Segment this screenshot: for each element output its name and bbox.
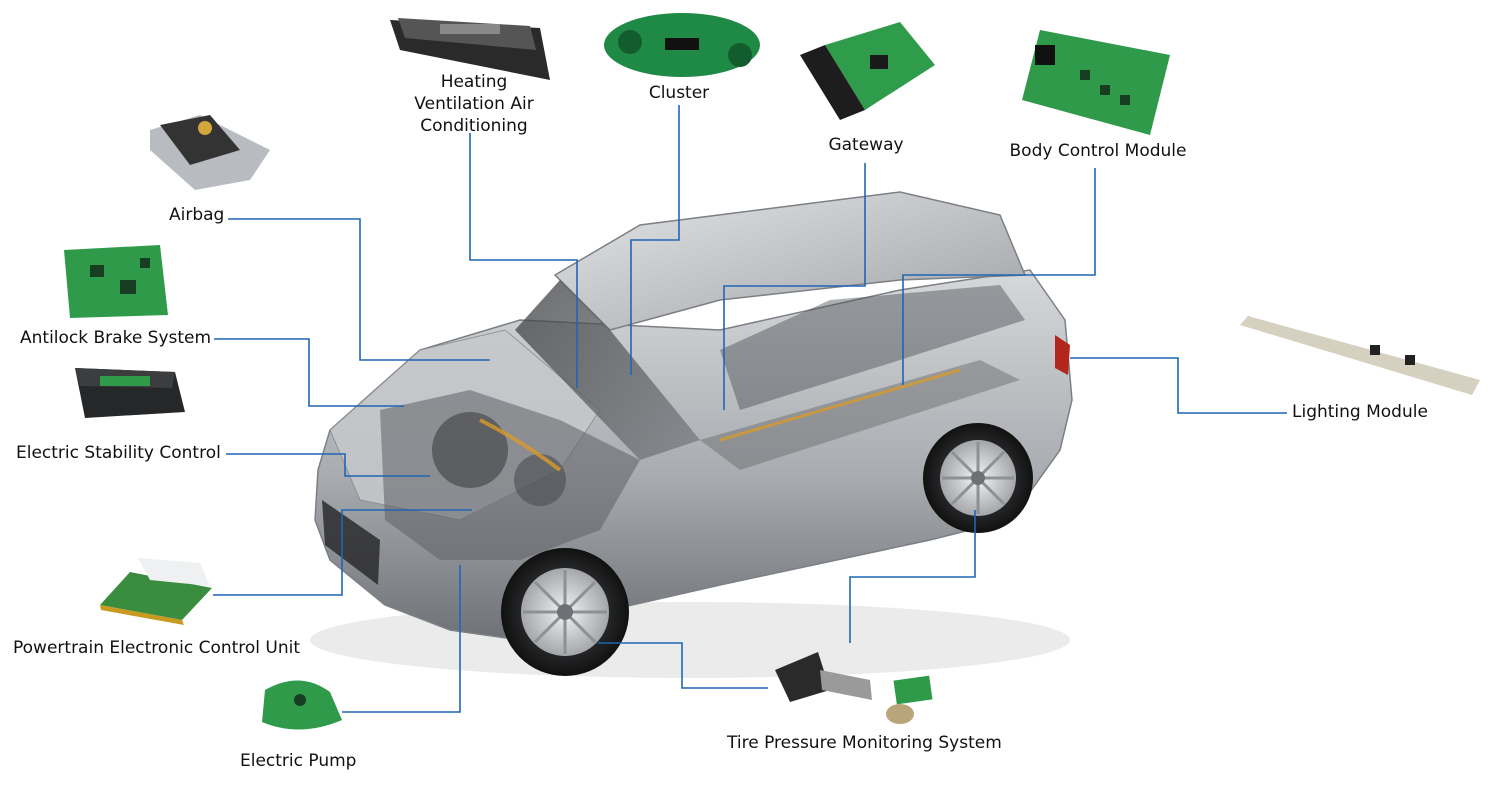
label-powertrain-ecu: Powertrain Electronic Control Unit	[13, 638, 301, 658]
label-electric-stability-control: Electric Stability Control	[16, 443, 221, 463]
powertrain-ecu-picture	[100, 558, 212, 625]
electric-pump-board-picture	[262, 680, 342, 730]
gateway-board-picture	[800, 22, 935, 120]
connector-airbag	[228, 218, 490, 361]
label-hvac: Heating Ventilation Air Conditioning	[414, 72, 534, 136]
airbag-module-picture	[150, 115, 270, 190]
label-tire-pressure-monitoring-system: Tire Pressure Monitoring System	[727, 733, 1002, 753]
body-control-module-picture	[1022, 30, 1170, 135]
esc-unit-picture	[75, 368, 185, 418]
label-airbag: Airbag	[169, 205, 225, 225]
connector-esc	[226, 453, 430, 477]
label-cluster: Cluster	[648, 83, 710, 103]
hvac-module-picture	[390, 18, 550, 80]
connector-tpms	[849, 510, 976, 643]
lighting-module-picture	[1240, 316, 1480, 395]
connector-pump	[342, 565, 461, 713]
tpms-sensor-picture	[775, 652, 933, 724]
label-body-control-module: Body Control Module	[1009, 141, 1187, 161]
cluster-board-picture	[604, 13, 760, 77]
connector-abs	[214, 338, 404, 407]
label-lighting-module: Lighting Module	[1292, 402, 1428, 422]
connector-tpms-wheel	[598, 642, 768, 689]
label-gateway: Gateway	[828, 135, 904, 155]
label-electric-pump: Electric Pump	[240, 751, 357, 771]
connector-pecu	[213, 509, 472, 596]
connector-cluster	[630, 105, 680, 375]
connector-hvac	[469, 133, 578, 388]
label-antilock-brake-system: Antilock Brake System	[20, 328, 212, 348]
connector-lighting	[1070, 357, 1287, 414]
abs-board-picture	[64, 245, 168, 318]
connector-bcm	[902, 168, 1096, 385]
connector-lines	[213, 105, 1287, 713]
car-illustration	[310, 191, 1073, 678]
connector-gateway	[723, 163, 866, 410]
